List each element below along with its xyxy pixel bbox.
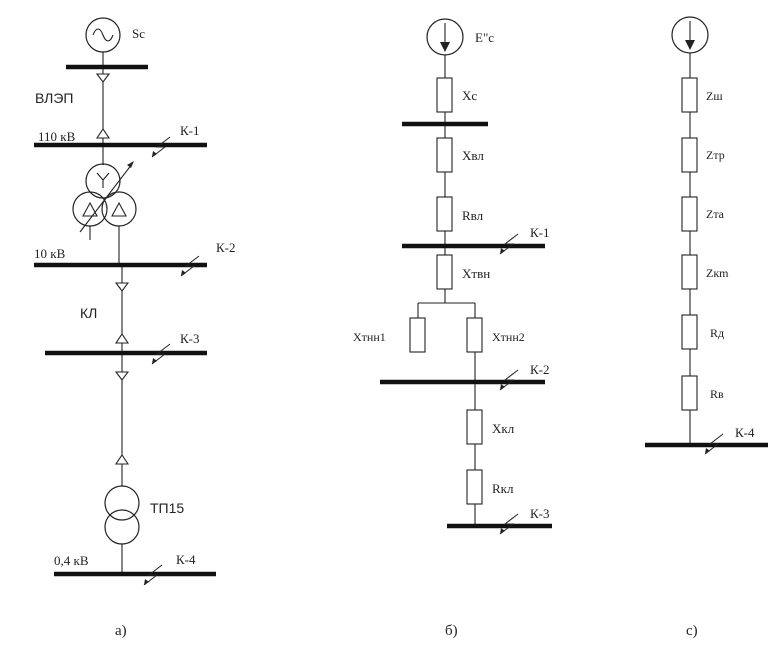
resistor-ztr [681,137,698,173]
transformer-tp15-hv [104,485,140,521]
resistor-rvl [436,196,453,232]
k4-label-c: К-4 [735,425,755,440]
xtvn-label: Xтвн [462,266,490,281]
caption-c: с) [686,623,698,639]
source-label-a: Sc [132,26,145,41]
transformer-label: ТП15 [150,500,184,516]
disconnector-icon [95,128,111,139]
k2-label-a: К-2 [216,240,236,255]
fault-k1-b-icon [499,233,519,255]
fault-k1-icon [151,136,171,158]
fault-k2-b-icon [499,369,519,391]
rvl-label: Rвл [462,208,484,223]
fault-k3-icon [151,343,171,365]
caption-a: а) [115,623,127,639]
transformer-tp15-lv [104,509,140,545]
xtnn1-label: Xтнн1 [353,330,386,344]
resistor-xtvn [436,254,453,290]
arrow-down-icon [440,42,450,52]
fault-k2-icon [180,255,200,277]
arrow-down-icon [685,40,695,50]
resistor-xtnn1 [409,317,426,353]
diagram-b: E"c Xc Xвл Rвл К-1 Xтвн Xтнн1 Xтнн2 К-2 [353,18,552,639]
bus-110-label: 110 кВ [38,129,76,144]
disconnector-icon [114,282,130,292]
xc-label: Xc [462,88,477,103]
bus-10-label: 10 кВ [34,246,66,261]
ztr-label: Zтр [706,148,725,162]
resistor-xc [436,77,453,113]
zta-label: Zтa [706,207,725,221]
source-label-b: E"c [475,30,494,45]
k2-label-b: К-2 [530,362,550,377]
rkl-label: Rкл [492,481,514,496]
resistor-rkl [466,469,483,505]
k1-label-b: К-1 [530,225,550,240]
line-label-vlep: ВЛЭП [35,90,74,106]
k1-label-a: К-1 [180,123,200,138]
k4-label-a: К-4 [176,552,196,567]
rd-label: Rд [710,326,724,340]
diagram-c: Zш Zтр Zтa Zкm Rд Rв К-4 с) [645,16,768,639]
resistor-rd [681,314,698,350]
zkm-label: Zкm [706,266,729,280]
disconnector-icon [95,73,111,83]
caption-b: б) [445,623,458,639]
fault-k3-b-icon [499,513,519,535]
bus-04-label: 0,4 кВ [54,553,89,568]
fault-k4-icon [143,564,163,586]
rv-label: Rв [710,387,724,401]
resistor-xtnn2 [466,317,483,353]
k3-label-b: К-3 [530,506,550,521]
resistor-xvl [436,137,453,173]
zsh-label: Zш [706,89,723,103]
resistor-zta [681,196,698,232]
k3-label-a: К-3 [180,331,200,346]
disconnector-icon [114,371,130,381]
resistor-zsh [681,77,698,113]
resistor-zkm [681,254,698,290]
resistor-xkl [466,409,483,445]
xkl-label: Xкл [492,421,515,436]
xtnn2-label: Xтнн2 [492,330,525,344]
cable-label: КЛ [80,305,97,321]
diagram-a: Sc ВЛЭП 110 кВ К-1 10 кВ [34,17,236,639]
resistor-rv [681,375,698,411]
disconnector-icon [114,454,130,465]
disconnector-icon [114,333,130,344]
sine-icon [92,28,114,42]
fault-k4-c-icon [704,433,724,455]
xvl-label: Xвл [462,148,484,163]
